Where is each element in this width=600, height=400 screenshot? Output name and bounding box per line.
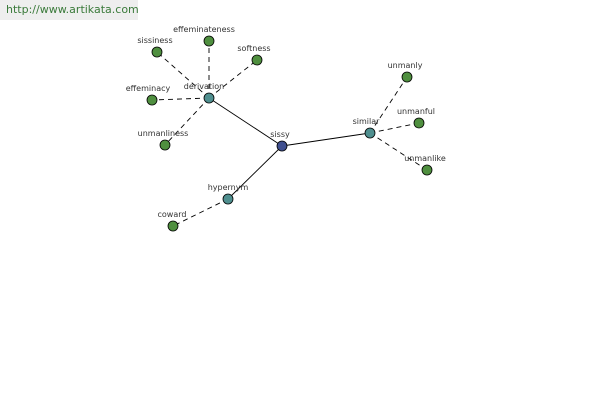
watermark-url: http://www.artikata.com xyxy=(0,0,139,20)
node-derivation[interactable] xyxy=(203,92,215,104)
node-label-softness: softness xyxy=(237,44,270,53)
edge-similar-unmanly xyxy=(369,76,408,134)
edge-hypernym-coward xyxy=(172,198,229,227)
node-label-unmanly: unmanly xyxy=(388,61,423,70)
node-unmanlike[interactable] xyxy=(421,164,433,176)
node-label-effeminateness: effeminateness xyxy=(173,25,235,34)
edge-derivation-effeminacy xyxy=(151,97,210,101)
edge-similar-unmanlike xyxy=(369,132,428,171)
node-label-unmanliness: unmanliness xyxy=(138,129,189,138)
node-label-unmanlike: unmanlike xyxy=(404,154,446,163)
graph-nodes xyxy=(146,35,433,232)
edge-sissy-similar xyxy=(281,132,371,147)
node-effeminateness[interactable] xyxy=(203,35,215,47)
node-unmanful[interactable] xyxy=(413,117,425,129)
edge-sissy-derivation xyxy=(208,97,283,147)
node-sissy[interactable] xyxy=(276,140,288,152)
node-similar[interactable] xyxy=(364,127,376,139)
node-label-coward: coward xyxy=(158,210,187,219)
graph-edges xyxy=(151,41,428,227)
edge-derivation-softness xyxy=(208,59,258,99)
node-coward[interactable] xyxy=(167,220,179,232)
edge-derivation-unmanliness xyxy=(164,97,210,146)
node-unmanly[interactable] xyxy=(401,71,413,83)
node-label-similar: similar xyxy=(353,117,381,126)
node-unmanliness[interactable] xyxy=(159,139,171,151)
node-label-derivation: derivation xyxy=(184,82,224,91)
node-sissiness[interactable] xyxy=(151,46,163,58)
node-hypernym[interactable] xyxy=(222,193,234,205)
node-softness[interactable] xyxy=(251,54,263,66)
edge-sissy-hypernym xyxy=(227,145,283,200)
node-effeminacy[interactable] xyxy=(146,94,158,106)
node-label-effeminacy: effeminacy xyxy=(126,84,171,93)
node-label-sissy: sissy xyxy=(270,130,290,139)
node-label-sissiness: sissiness xyxy=(137,36,172,45)
node-label-hypernym: hypernym xyxy=(208,183,249,192)
node-label-unmanful: unmanful xyxy=(397,107,435,116)
graph-labels: sissy derivation similar hypernym effeminate… xyxy=(126,25,446,219)
edge-derivation-sissiness xyxy=(156,51,210,99)
